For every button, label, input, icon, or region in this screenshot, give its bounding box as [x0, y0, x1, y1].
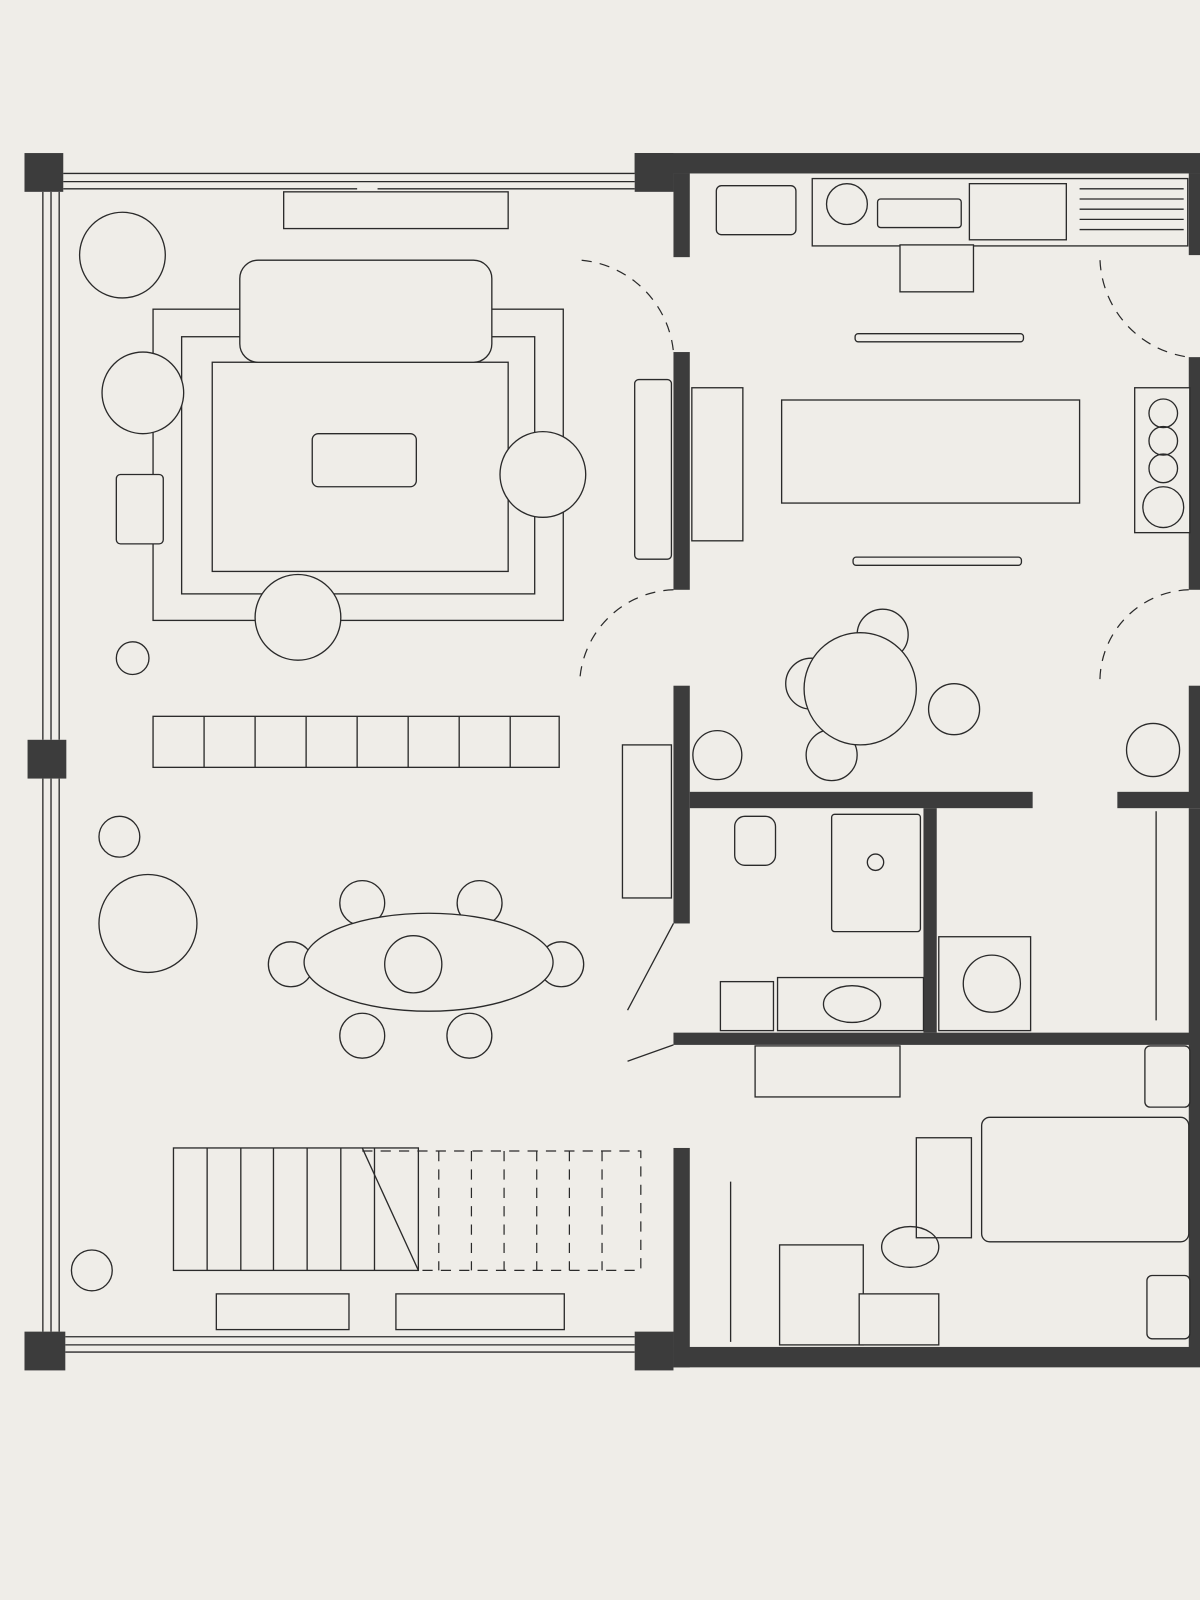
storage-boxes — [858, 1293, 940, 1346]
corner-column-bottom-right — [634, 1331, 674, 1371]
table-centerpiece — [384, 935, 443, 994]
pot-icon — [1148, 453, 1179, 484]
stair-break — [361, 1147, 419, 1271]
cutting-board — [876, 198, 962, 229]
dresser — [754, 1045, 901, 1098]
chair — [927, 683, 981, 736]
door-kitchen-top-right — [1099, 260, 1189, 358]
wall-kitchen-left-3 — [673, 685, 690, 924]
coffee-table — [311, 433, 417, 488]
floor-lamp-icon — [98, 815, 141, 858]
counter — [811, 177, 1189, 247]
wall-right-2 — [1188, 357, 1200, 590]
wall-right-4 — [1188, 808, 1200, 1349]
wall-bedroom-left — [673, 1147, 690, 1368]
living-room — [70, 191, 587, 1292]
window-left — [42, 191, 60, 1332]
nightstand — [1144, 1045, 1191, 1108]
wall-right-3 — [1188, 685, 1200, 807]
hall-shelf — [621, 744, 673, 899]
washing-machine — [938, 936, 1032, 1032]
wall-laundry-top — [1117, 791, 1200, 809]
staircase — [172, 1147, 642, 1331]
bookshelf — [215, 1293, 350, 1331]
pot-icon — [1148, 398, 1179, 429]
toilet — [734, 815, 777, 866]
shower — [830, 813, 922, 933]
dining-table — [303, 912, 554, 1012]
dining-area — [267, 879, 585, 1059]
sink — [968, 183, 1067, 241]
bookshelf — [395, 1293, 565, 1331]
door-kitchen-mid-right — [1099, 589, 1189, 686]
corner-column-bottom-left — [24, 1331, 66, 1371]
walls — [24, 153, 1200, 1371]
sofa — [239, 259, 493, 363]
armchair-left — [101, 351, 185, 435]
console-shelf — [283, 191, 509, 230]
stair-treads — [206, 1147, 376, 1271]
washbasin — [822, 985, 882, 1024]
drawer-organizer — [899, 244, 975, 293]
wall-bottom — [673, 1346, 1200, 1368]
round-table — [803, 631, 917, 746]
plant-icon — [692, 729, 743, 781]
sideboard — [152, 715, 560, 769]
wall-bath-laundry — [923, 808, 937, 1033]
nightstand — [1146, 1274, 1191, 1340]
wall-kitchen-left-2 — [673, 352, 690, 590]
kitchen-island — [780, 399, 1081, 504]
plant-icon — [70, 1249, 113, 1292]
bed — [980, 1116, 1190, 1243]
window-top — [63, 172, 635, 190]
pot-shelf — [691, 387, 744, 542]
stairs-above — [362, 1150, 642, 1272]
bathroom — [719, 811, 1157, 1032]
drying-rack — [1079, 188, 1184, 231]
mirror-rug — [915, 1137, 973, 1239]
laundry-basket — [880, 1225, 940, 1269]
plant-icon — [1125, 722, 1181, 778]
appliance-shelf — [1134, 387, 1191, 534]
pendant-rail — [854, 333, 1025, 343]
pot-icon — [1148, 425, 1179, 456]
lounge-chair — [98, 873, 198, 974]
laundry-basket — [719, 980, 775, 1032]
wall-bath-bottom — [673, 1032, 1200, 1045]
dining-chair — [339, 1012, 386, 1059]
kitchen — [634, 177, 1191, 566]
door-kitchen-top-left — [581, 259, 675, 353]
cooktop-burner — [825, 183, 869, 226]
drain-icon — [866, 853, 885, 872]
door-kitchen-mid-left — [578, 589, 674, 684]
storage-boxes — [778, 1244, 864, 1346]
windows — [42, 172, 635, 1353]
breakfast-nook — [621, 608, 1181, 899]
wall-kitchen-left-1 — [673, 173, 690, 258]
pot-icon — [1142, 486, 1185, 529]
stairs — [172, 1147, 420, 1272]
sideboard-dividers — [203, 716, 511, 768]
armchair-bottom — [254, 573, 342, 661]
door-swings — [578, 259, 1189, 1062]
plant-icon — [78, 211, 166, 299]
dining-chair — [446, 1012, 493, 1059]
corner-column-top-left — [24, 153, 64, 192]
window-bottom — [65, 1336, 635, 1353]
wall-bath-top — [689, 791, 1033, 809]
washer-door — [962, 954, 1022, 1013]
side-table — [115, 473, 164, 545]
wall-top — [634, 153, 1200, 174]
door-bathroom — [626, 923, 675, 1062]
wall-right-1 — [1188, 173, 1200, 256]
tray — [715, 185, 797, 236]
pantry-shelf — [634, 378, 673, 560]
lamp-icon — [115, 641, 150, 676]
column-left-middle — [27, 739, 67, 779]
bedroom — [729, 1045, 1191, 1346]
armchair-right — [499, 430, 587, 519]
pendant-rail — [852, 556, 1023, 566]
